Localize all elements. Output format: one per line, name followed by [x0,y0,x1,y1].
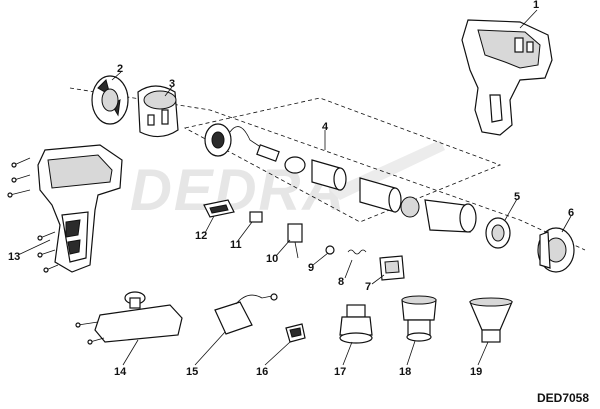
part-16-connector [285,323,306,343]
leader-14 [122,339,139,366]
part-number-11: 11 [230,239,242,251]
model-code: DED7058 [537,391,589,405]
part-number-19: 19 [470,366,482,378]
leader-12 [204,215,215,234]
part-14-stand [75,291,183,345]
leader-5 [504,198,518,221]
part-number-10: 10 [266,253,278,265]
part-5-collar [485,217,511,249]
part-8-spring [347,249,367,255]
part-number-4: 4 [322,121,329,133]
part-number-8: 8 [338,276,344,288]
part-number-17: 17 [334,366,346,378]
part-number-13: 13 [8,251,20,263]
part-number-15: 15 [186,366,198,378]
part-7-bracket [379,255,405,281]
part-15-battery-module [214,293,278,335]
leader-6 [561,215,572,233]
part-11-clip [249,211,263,223]
part-13-screws [7,157,59,273]
leader-17 [342,341,353,366]
leader-9 [312,252,329,266]
part-number-5: 5 [514,191,520,203]
part-number-12: 12 [195,230,207,242]
leader-19 [477,341,489,366]
leader-11 [236,221,253,243]
part-number-3: 3 [169,78,175,90]
part-1-housing-half [461,19,553,136]
part-3-motor-housing [137,85,179,138]
part-number-1: 1 [533,0,539,11]
leader-8 [344,259,353,279]
watermark-logo: DEDRA [130,158,346,223]
part-4-heating-assembly [204,123,477,233]
part-10-thermostat [287,223,303,259]
watermark-swoosh [330,140,445,200]
part-13-housing-with-handle [37,144,123,273]
part-number-18: 18 [399,366,411,378]
part-number-6: 6 [568,207,574,219]
leader-15 [194,331,226,366]
part-4-group-box [183,97,502,223]
part-19-flat-nozzle [469,297,513,343]
part-number-16: 16 [256,366,268,378]
leader-10 [275,239,291,257]
leader-18 [406,340,416,366]
part-9-spacer [325,245,335,255]
part-17-reducer-nozzle [339,304,373,344]
leader-1 [519,9,538,29]
part-number-2: 2 [117,63,123,75]
part-6-front-nozzle [537,227,575,273]
part-2-end-cap [91,75,129,125]
leader-16 [264,341,291,366]
part-number-7: 7 [365,281,371,293]
part-number-14: 14 [114,366,127,378]
leader-2 [111,71,122,81]
leader-3 [164,86,173,97]
part-number-9: 9 [308,262,314,274]
part-18-protector-nozzle [401,295,437,342]
part-12-switch [203,199,235,218]
leader-7 [371,274,385,285]
leader-13 [17,239,51,256]
